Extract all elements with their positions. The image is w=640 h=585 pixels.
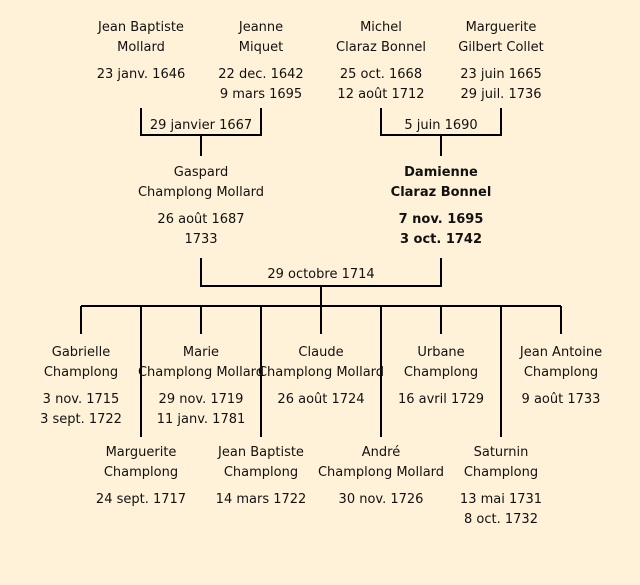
birth-date: 24 sept. 1717 — [95, 492, 187, 507]
person-name: Marguerite — [465, 20, 537, 35]
birth-date: 22 dec. 1642 — [218, 67, 304, 82]
person-dates: 26 août 1687 1733 — [131, 210, 271, 250]
person-jean-baptiste-champlong[interactable]: Jean Baptiste Champlong 14 mars 1722 — [191, 443, 331, 510]
death-date: 29 juil. 1736 — [460, 87, 542, 102]
marriage-date-parents: 29 octobre 1714 — [267, 267, 375, 282]
person-dates: 22 dec. 1642 9 mars 1695 — [191, 65, 331, 105]
birth-date: 9 août 1733 — [521, 392, 601, 407]
birth-date: 14 mars 1722 — [215, 492, 307, 507]
person-name: Marguerite — [105, 445, 177, 460]
birth-date: 29 nov. 1719 — [158, 392, 244, 407]
person-dates: 25 oct. 1668 12 août 1712 — [311, 65, 451, 105]
person-surname: Champlong — [103, 465, 179, 480]
person-surname: Champlong Mollard — [317, 465, 445, 480]
person-michel-claraz-bonnel[interactable]: Michel Claraz Bonnel 25 oct. 1668 12 aoû… — [311, 18, 451, 105]
person-dates: 29 nov. 1719 11 janv. 1781 — [131, 390, 271, 430]
person-surname: Gilbert Collet — [458, 40, 544, 55]
person-surname: Champlong — [403, 365, 479, 380]
birth-date: 26 août 1687 — [157, 212, 245, 227]
death-date: 11 janv. 1781 — [156, 412, 246, 427]
person-dates: 13 mai 1731 8 oct. 1732 — [431, 490, 571, 530]
person-name: Saturnin — [473, 445, 529, 460]
person-surname: Champlong Mollard — [257, 365, 385, 380]
person-name: Gabrielle — [51, 345, 111, 360]
person-name: Jeanne — [238, 20, 284, 35]
person-surname: Claraz Bonnel — [336, 40, 426, 55]
person-surname: Champlong Mollard — [137, 185, 265, 200]
birth-date: 30 nov. 1726 — [338, 492, 424, 507]
person-name: Damienne — [404, 165, 478, 180]
person-jean-antoine-champlong[interactable]: Jean Antoine Champlong 9 août 1733 — [491, 343, 631, 410]
person-marguerite-champlong[interactable]: Marguerite Champlong 24 sept. 1717 — [71, 443, 211, 510]
person-saturnin-champlong[interactable]: Saturnin Champlong 13 mai 1731 8 oct. 17… — [431, 443, 571, 530]
death-date: 3 oct. 1742 — [399, 232, 483, 247]
person-surname: Mollard — [117, 40, 165, 55]
connector-parents — [200, 258, 442, 306]
birth-date: 23 juin 1665 — [460, 67, 542, 82]
person-claude-champlong-mollard[interactable]: Claude Champlong Mollard 26 août 1724 — [251, 343, 391, 410]
person-dates: 16 avril 1729 — [371, 390, 511, 410]
person-jeanne-miquet[interactable]: Jeanne Miquet 22 dec. 1642 9 mars 1695 — [191, 18, 331, 105]
person-dates: 3 nov. 1715 3 sept. 1722 — [11, 390, 151, 430]
person-gaspard-champlong-mollard[interactable]: Gaspard Champlong Mollard 26 août 1687 1… — [131, 163, 271, 250]
connector-children-row2 — [140, 306, 502, 437]
birth-date: 16 avril 1729 — [397, 392, 485, 407]
person-dates: 26 août 1724 — [251, 390, 391, 410]
person-marguerite-gilbert-collet[interactable]: Marguerite Gilbert Collet 23 juin 1665 2… — [431, 18, 571, 105]
person-name: André — [361, 445, 401, 460]
person-marie-champlong-mollard[interactable]: Marie Champlong Mollard 29 nov. 1719 11 … — [131, 343, 271, 430]
person-name: Urbane — [417, 345, 465, 360]
person-name: Jean Baptiste — [218, 445, 304, 460]
birth-date: 3 nov. 1715 — [42, 392, 120, 407]
birth-date: 23 janv. 1646 — [96, 67, 186, 82]
person-dates: 14 mars 1722 — [191, 490, 331, 510]
person-surname: Miquet — [238, 40, 284, 55]
person-damienne-claraz-bonnel[interactable]: Damienne Claraz Bonnel 7 nov. 1695 3 oct… — [371, 163, 511, 250]
person-surname: Claraz Bonnel — [390, 185, 492, 200]
marriage-date-paternal-grandparents: 29 janvier 1667 — [149, 118, 253, 133]
death-date: 8 oct. 1732 — [464, 512, 538, 527]
birth-date: 25 oct. 1668 — [339, 67, 423, 82]
person-surname: Champlong — [223, 465, 299, 480]
person-name: Gaspard — [173, 165, 229, 180]
person-dates: 7 nov. 1695 3 oct. 1742 — [371, 210, 511, 250]
person-surname: Champlong Mollard — [137, 365, 265, 380]
birth-date: 7 nov. 1695 — [398, 212, 484, 227]
person-name: Michel — [360, 20, 402, 35]
connector-children-row1 — [80, 306, 562, 334]
person-dates: 9 août 1733 — [491, 390, 631, 410]
person-name: Claude — [298, 345, 344, 360]
person-surname: Champlong — [523, 365, 599, 380]
person-dates: 23 janv. 1646 — [71, 65, 211, 85]
connector-maternal-grandparents — [380, 108, 502, 156]
person-jean-baptiste-mollard[interactable]: Jean Baptiste Mollard 23 janv. 1646 — [71, 18, 211, 85]
death-date: 9 mars 1695 — [219, 87, 303, 102]
person-surname: Champlong — [43, 365, 119, 380]
person-urbane-champlong[interactable]: Urbane Champlong 16 avril 1729 — [371, 343, 511, 410]
marriage-date-maternal-grandparents: 5 juin 1690 — [404, 118, 478, 133]
person-dates: 23 juin 1665 29 juil. 1736 — [431, 65, 571, 105]
birth-date: 26 août 1724 — [277, 392, 365, 407]
person-andre-champlong-mollard[interactable]: André Champlong Mollard 30 nov. 1726 — [311, 443, 451, 510]
death-date: 1733 — [184, 232, 218, 247]
person-dates: 30 nov. 1726 — [311, 490, 451, 510]
person-gabrielle-champlong[interactable]: Gabrielle Champlong 3 nov. 1715 3 sept. … — [11, 343, 151, 430]
birth-date: 13 mai 1731 — [459, 492, 543, 507]
person-name: Jean Baptiste — [98, 20, 184, 35]
death-date: 12 août 1712 — [337, 87, 425, 102]
person-dates: 24 sept. 1717 — [71, 490, 211, 510]
person-name: Marie — [182, 345, 220, 360]
person-surname: Champlong — [463, 465, 539, 480]
person-name: Jean Antoine — [519, 345, 603, 360]
death-date: 3 sept. 1722 — [40, 412, 122, 427]
connector-paternal-grandparents — [140, 108, 262, 156]
